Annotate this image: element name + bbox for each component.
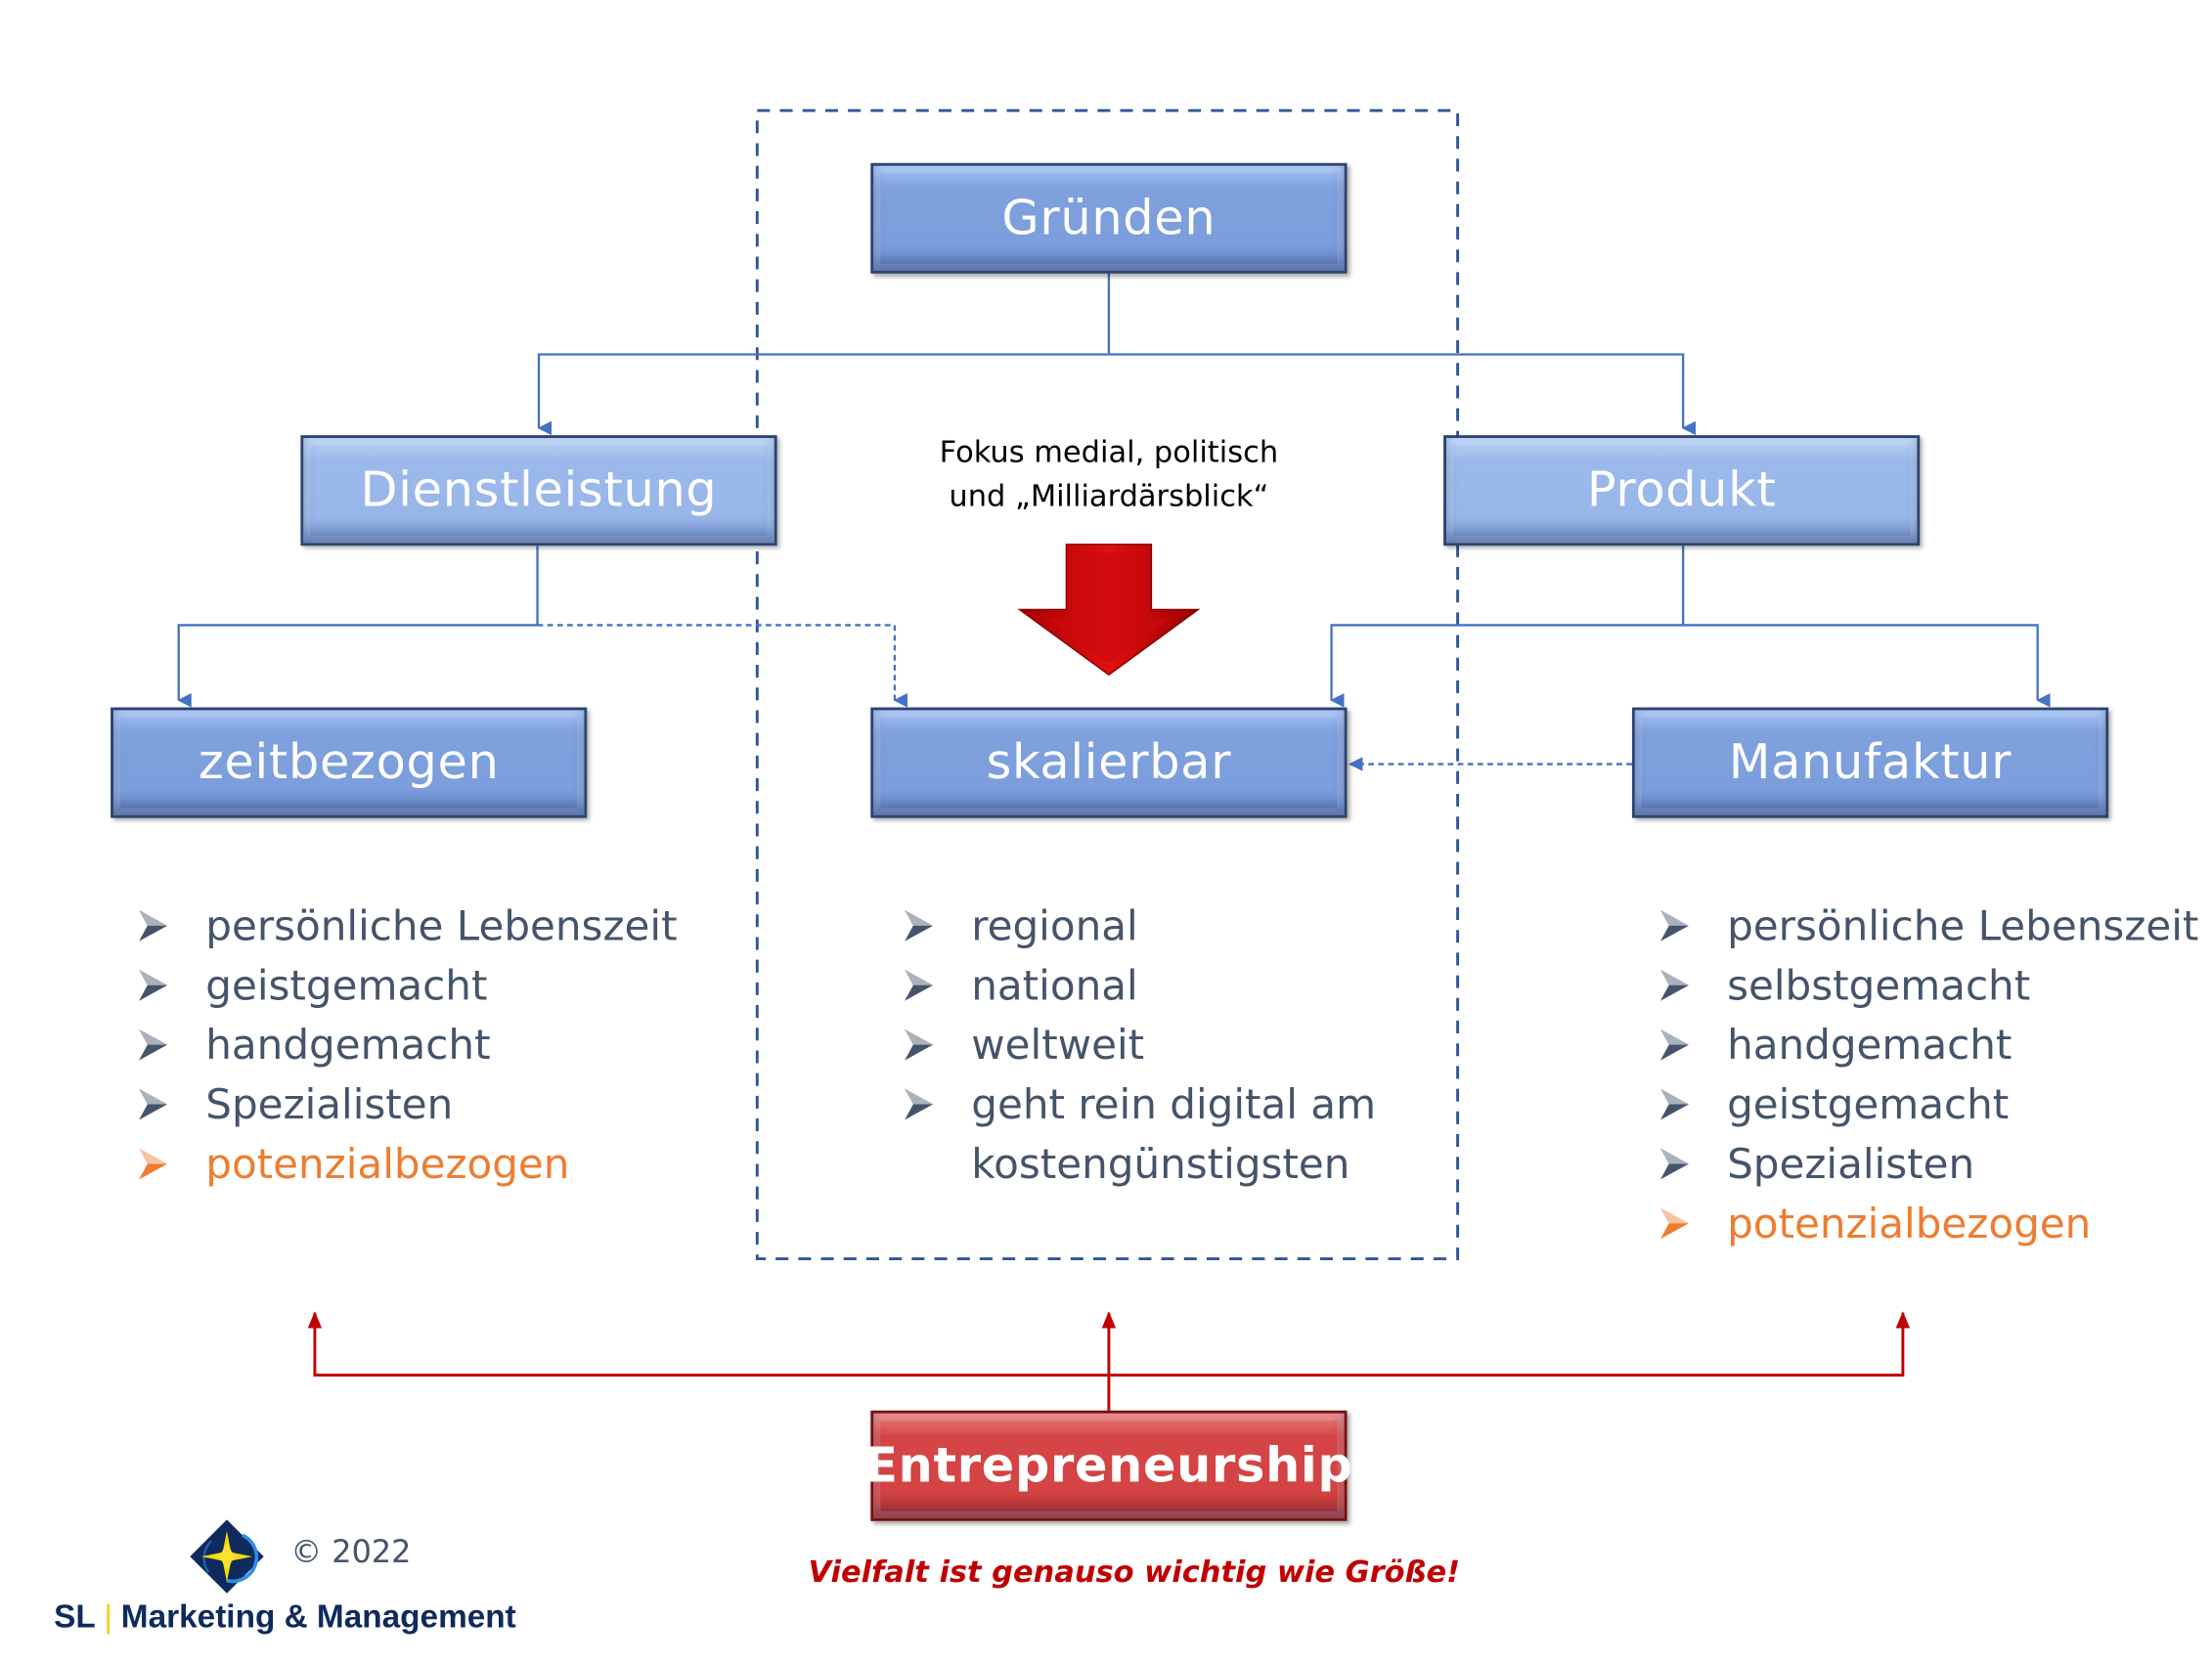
list-item: geht rein digital am kostengünstigsten: [904, 1074, 1442, 1194]
copyright: © 2022: [290, 1535, 412, 1571]
connector-root-product: [1108, 353, 1697, 436]
list-item-text: geistgemacht: [205, 961, 488, 1010]
list-skalierbar: regional national weltweit geht rein digita…: [904, 896, 1442, 1194]
node-entrepreneurship[interactable]: Entrepreneurship: [864, 1410, 1352, 1521]
list-item-text: weltweit: [971, 1021, 1145, 1070]
list-item: handgemacht: [1659, 1015, 2212, 1074]
arrow-bullet-icon: [139, 1028, 168, 1061]
connector-entrepreneurship-left: [307, 1311, 1109, 1377]
connector-service-timebased: [177, 624, 538, 708]
brand-logo-text: SL|Marketing & Management: [54, 1597, 516, 1636]
focus-note-line-1: Fokus medial, politisch: [939, 435, 1279, 469]
list-item-text: selbstgemacht: [1727, 961, 2031, 1010]
list-item: persönliche Lebenszeit: [138, 896, 733, 955]
arrow-bullet-icon: [139, 1148, 168, 1180]
scalable-focus-frame: [755, 109, 1460, 1261]
focus-note-line-2: und „Milliardärsblick“: [949, 479, 1269, 513]
list-item: geistgemacht: [138, 955, 733, 1015]
list-item: geistgemacht: [1659, 1074, 2212, 1134]
list-item-text: national: [971, 961, 1138, 1010]
node-manufaktur-label: Manufaktur: [1728, 734, 2013, 792]
arrow-bullet-icon: [905, 1028, 934, 1061]
focus-note: Fokus medial, politisch und „Milliardärs…: [879, 431, 1339, 519]
arrow-bullet-icon: [1659, 1028, 1689, 1061]
brand-name: Marketing & Management: [120, 1597, 516, 1635]
list-item-text: potenzialbezogen: [205, 1139, 570, 1189]
list-item: weltweit: [904, 1015, 1442, 1074]
connector-entrepreneurship-right: [1108, 1311, 1911, 1377]
slogan: Vielfalt ist genauso wichtig wie Größe!: [808, 1554, 1461, 1590]
list-item-text: geht rein digital am kostengünstigsten: [971, 1079, 1377, 1189]
arrow-bullet-icon: [1659, 1207, 1689, 1240]
connector-product-scalable: [1330, 624, 1684, 708]
list-item: Spezialisten: [138, 1074, 733, 1134]
list-item: selbstgemacht: [1659, 955, 2212, 1015]
node-gruenden[interactable]: Gründen: [870, 162, 1348, 274]
list-item: Spezialisten: [1659, 1134, 2212, 1194]
list-item: potenzialbezogen: [1659, 1194, 2212, 1253]
node-dienstleistung[interactable]: Dienstleistung: [300, 435, 777, 547]
node-entrepreneurship-label: Entrepreneurship: [864, 1437, 1353, 1495]
arrow-bullet-icon: [139, 909, 168, 941]
arrow-bullet-icon: [1659, 969, 1689, 1001]
focus-down-arrow-icon: [1017, 544, 1201, 677]
connector-service-scalable-dashed: [537, 624, 908, 708]
node-gruenden-label: Gründen: [1001, 190, 1217, 247]
list-manufaktur: persönliche Lebenszeit selbstgemacht handg…: [1659, 896, 2212, 1252]
list-item: national: [904, 955, 1442, 1015]
list-item-text: geistgemacht: [1727, 1079, 2010, 1129]
list-item-text: Spezialisten: [205, 1079, 454, 1129]
node-dienstleistung-label: Dienstleistung: [360, 461, 718, 519]
arrow-bullet-icon: [1659, 1148, 1689, 1180]
list-item: potenzialbezogen: [138, 1134, 733, 1194]
node-zeitbezogen-label: zeitbezogen: [198, 734, 500, 792]
list-item-text: handgemacht: [205, 1021, 491, 1070]
node-manufaktur[interactable]: Manufaktur: [1631, 707, 2109, 818]
list-item-text: persönliche Lebenszeit: [1727, 901, 2199, 950]
node-produkt[interactable]: Produkt: [1443, 435, 1921, 547]
list-item-text: potenzialbezogen: [1727, 1199, 2092, 1247]
compass-star-icon: [190, 1519, 264, 1594]
arrow-bullet-icon: [139, 969, 168, 1001]
list-zeitbezogen: persönliche Lebenszeit geistgemacht handge…: [138, 896, 733, 1194]
list-item-text: Spezialisten: [1727, 1139, 1975, 1189]
node-zeitbezogen[interactable]: zeitbezogen: [111, 707, 588, 818]
node-skalierbar[interactable]: skalierbar: [870, 707, 1348, 818]
arrow-bullet-icon: [905, 969, 934, 1001]
node-skalierbar-label: skalierbar: [986, 734, 1232, 792]
brand-separator: |: [104, 1597, 113, 1635]
list-item-text: persönliche Lebenszeit: [205, 901, 678, 950]
brand-short: SL: [54, 1597, 96, 1635]
list-item: regional: [904, 896, 1442, 955]
arrow-bullet-icon: [1659, 1088, 1689, 1120]
arrow-bullet-icon: [905, 909, 934, 941]
arrow-bullet-icon: [905, 1088, 934, 1120]
connector-root-service: [537, 353, 1109, 436]
node-produkt-label: Produkt: [1586, 461, 1777, 519]
list-item-text: handgemacht: [1727, 1021, 2013, 1070]
list-item: persönliche Lebenszeit: [1659, 896, 2212, 955]
connector-product-manufactory: [1683, 624, 2051, 708]
list-item: handgemacht: [138, 1015, 733, 1074]
arrow-bullet-icon: [139, 1088, 168, 1120]
arrow-bullet-icon: [1659, 909, 1689, 941]
list-item-text: regional: [971, 901, 1138, 950]
